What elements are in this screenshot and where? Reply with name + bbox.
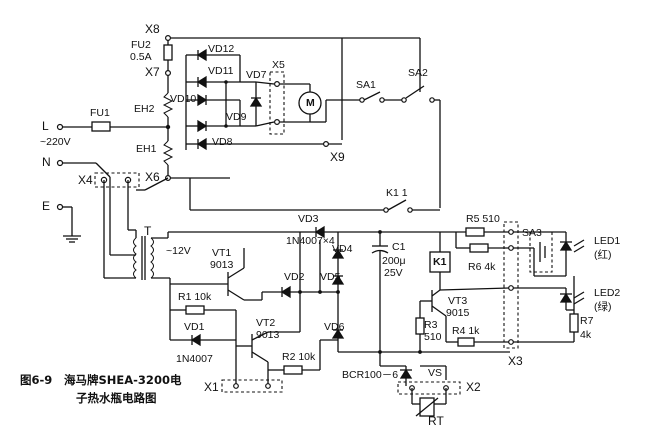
label-vd8: VD8 [212,136,233,148]
switches [310,38,441,208]
label-r2: R2 10k [282,351,316,363]
label-x3: X3 [508,354,523,368]
label-vd6: VD6 [324,321,345,333]
label-mains: ~220V [40,136,71,148]
label-vt1: VT1 [212,247,232,259]
label-k1-contact: K1 1 [386,187,408,199]
triac-thermistor [379,352,461,417]
label-vd7: VD7 [246,69,267,81]
label-t: T [144,224,152,238]
label-sa2: SA2 [408,67,428,79]
label-x6: X6 [145,170,160,184]
figure-title-line2: 子热水瓶电路图 [76,391,157,405]
label-r3-val: 510 [424,331,442,343]
transistor-vt3 [415,289,510,352]
figure-number: 图6-9 [20,373,53,387]
label-vd1: VD1 [184,321,205,333]
transistors-vt1-vt2 [169,248,338,385]
label-vd2: VD2 [284,271,305,283]
label-eh1: EH1 [136,143,157,155]
label-rt: RT [428,414,444,428]
label-vd3: VD3 [298,213,319,225]
diode-group [185,49,342,150]
capacitor-c1 [371,230,389,352]
figure-title-line1: 海马牌SHEA-3200电 [64,373,182,387]
label-r5: R5 510 [466,213,500,225]
label-vs: VS [428,367,443,379]
label-x5: X5 [272,59,285,71]
return-rail [338,350,510,354]
label-vd4: VD4 [332,243,353,255]
label-x1: X1 [204,380,219,394]
label-vd1-part: 1N4007 [176,353,213,365]
label-n: N [42,155,51,169]
label-r7: R7 [580,315,594,327]
label-vt2-part: 9013 [256,329,280,341]
label-vt3-part: 9015 [446,307,470,319]
label-x7: X7 [145,65,160,79]
label-r7-val: 4k [580,329,592,341]
label-fu2-rating: 0.5A [130,51,152,63]
label-led2: LED2 [594,287,621,299]
label-x2: X2 [466,380,481,394]
label-e: E [42,199,51,213]
label-x4: X4 [78,173,93,187]
label-fu2: FU2 [131,39,151,51]
connector-x3-leds [439,221,585,349]
label-vd11: VD11 [208,65,234,77]
label-vt1-part: 9013 [210,259,234,271]
label-sa1: SA1 [356,79,376,91]
relay-coil [420,231,451,290]
label-vd3-part: 1N4007×4 [286,235,335,247]
label-led2-color: (绿) [594,301,612,313]
label-vd12: VD12 [208,43,235,55]
label-bcr: BCR100－6 [342,369,399,381]
heater-column [110,34,420,256]
label-led1-color: (红) [594,249,612,261]
label-r1: R1 10k [178,291,212,303]
label-fu1: FU1 [90,107,110,119]
label-c1: C1 [392,241,406,253]
label-vt3: VT3 [448,295,468,307]
connector-x1 [221,379,283,393]
label-x8: X8 [145,22,160,36]
label-sa3: SA3 [522,227,542,239]
label-l: L [42,119,49,133]
label-k1: K1 [433,256,447,268]
mains-section [56,121,168,255]
label-c1-volt: 25V [384,267,403,279]
label-vd5: VD5 [320,271,341,283]
label-c1-cap: 200μ [382,255,406,267]
label-r3: R3 [424,319,438,331]
label-vd9: VD9 [226,111,247,123]
label-x9: X9 [330,150,345,164]
label-vd10: VD10 [170,93,197,105]
label-motor: M [306,97,315,109]
label-r6: R6 4k [468,261,496,273]
label-eh2: EH2 [134,103,155,115]
motor-connector [255,71,322,135]
label-r4: R4 1k [452,325,480,337]
label-vt2: VT2 [256,317,276,329]
label-sec-voltage: ~12V [166,245,191,257]
label-led1: LED1 [594,235,621,247]
transformer [103,180,300,280]
relay-contact [189,178,440,213]
